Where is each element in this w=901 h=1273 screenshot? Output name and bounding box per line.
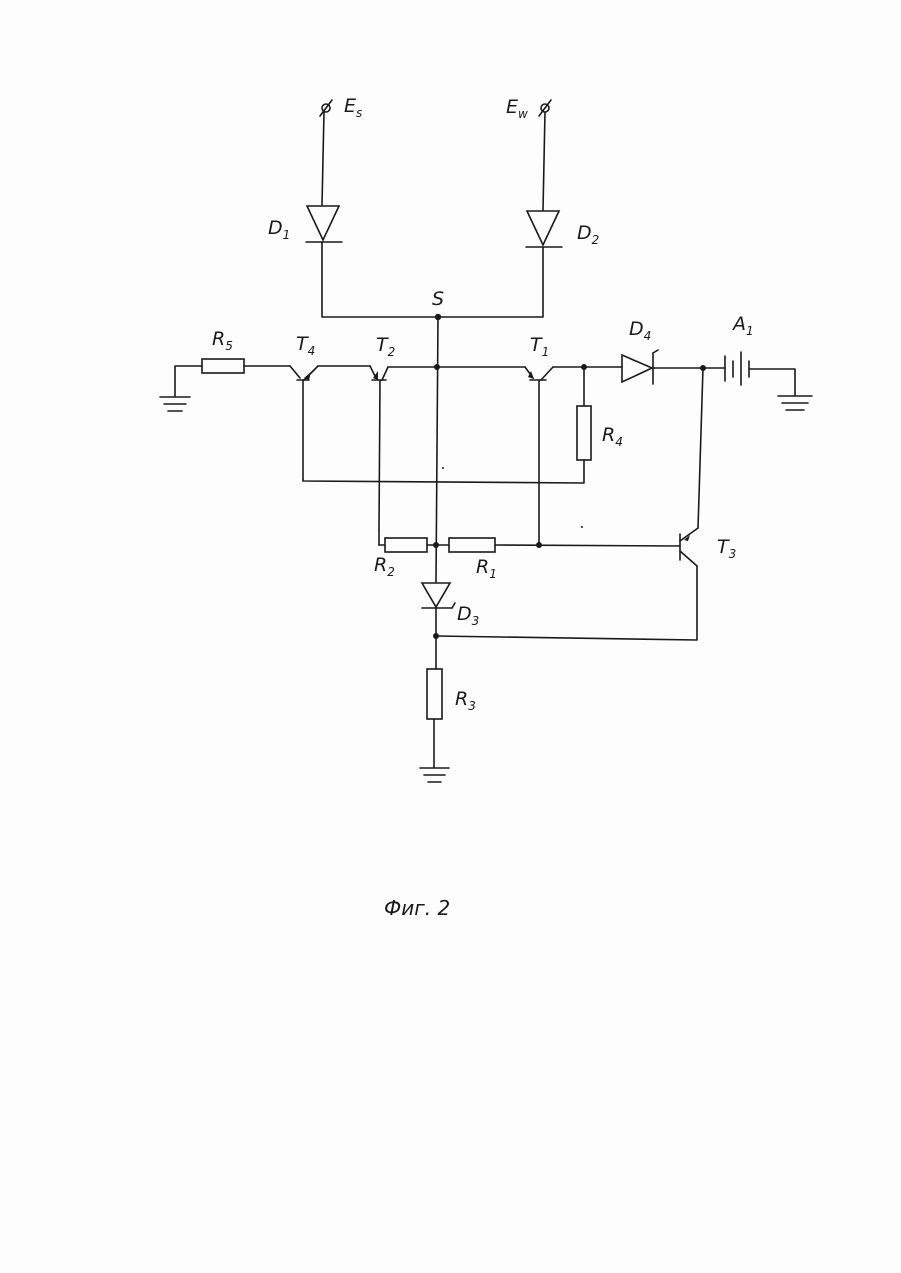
label-d3: D3 [457, 603, 479, 628]
wire-a1-t3 [698, 368, 703, 528]
label-t1: T1 [530, 334, 549, 359]
diode-d2 [526, 211, 562, 247]
label-a1: A1 [731, 313, 754, 338]
resistor-r4 [577, 406, 591, 460]
ground-bottom [420, 768, 449, 782]
node-t1-r1 [536, 542, 542, 548]
label-r4: R4 [602, 424, 623, 449]
wire-r5-ground [175, 366, 202, 396]
ground-right [778, 396, 812, 410]
figure-caption: Фиг. 2 [384, 896, 450, 920]
label-node-s: S [432, 288, 444, 310]
resistor-r2 [385, 538, 427, 552]
diode-d3 [422, 583, 455, 608]
label-ew: Ew [506, 96, 528, 121]
wire-d1-s [322, 242, 438, 317]
label-r3: R3 [455, 688, 476, 713]
label-r5: R5 [212, 328, 233, 353]
node-d3 [433, 633, 439, 639]
battery-a1 [725, 352, 749, 385]
scan-speck [581, 526, 583, 528]
transistor-t2 [370, 366, 388, 530]
transistor-t3 [680, 528, 698, 566]
wire-a1-ground [749, 369, 795, 395]
wire-r1-t3 [495, 545, 680, 546]
label-d1: D1 [268, 217, 290, 242]
label-d4: D4 [629, 318, 651, 343]
ground-left [160, 397, 190, 411]
label-d2: D2 [577, 222, 599, 247]
diode-d4 [622, 350, 658, 384]
label-es: Es [344, 95, 362, 120]
label-r1: R1 [476, 556, 497, 581]
label-t2: T2 [376, 334, 395, 359]
resistor-r1 [449, 538, 495, 552]
terminal-es [320, 100, 332, 116]
label-t4: T4 [296, 333, 315, 358]
diode-d1 [306, 206, 342, 242]
wire-r4-t4-loop [303, 460, 584, 483]
resistor-r5 [202, 359, 244, 373]
wire-d2-s [438, 247, 543, 317]
label-r2: R2 [374, 554, 395, 579]
resistor-r3 [427, 669, 442, 719]
label-t3: T3 [717, 536, 736, 561]
scan-speck [442, 467, 444, 469]
wire-es-d1 [322, 112, 324, 205]
transistor-t4 [290, 366, 318, 480]
wire-ew-d2 [543, 112, 545, 210]
transistor-t1 [525, 367, 553, 545]
